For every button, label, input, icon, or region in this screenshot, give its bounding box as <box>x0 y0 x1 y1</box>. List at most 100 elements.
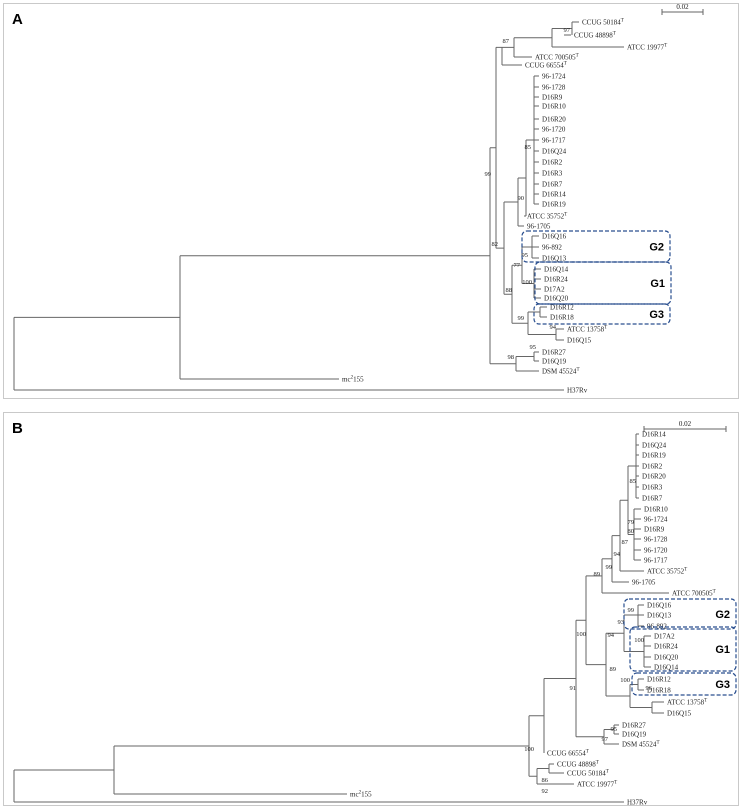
leaf-label: ATCC 35752T <box>647 568 687 576</box>
bootstrap-value: 88 <box>506 287 513 294</box>
panel-label: A <box>12 11 23 28</box>
leaf-label: ATCC 13758T <box>567 326 607 334</box>
group-box <box>629 626 737 672</box>
bootstrap-value: 100 <box>576 631 586 638</box>
bootstrap-value: 99 <box>518 315 525 322</box>
leaf-label: D16Q13 <box>647 612 672 620</box>
bootstrap-value: 90 <box>518 195 525 202</box>
leaf-label: D16R24 <box>544 276 568 284</box>
bootstrap-value: 93 <box>618 619 625 626</box>
leaf-label: 96-1705 <box>632 579 656 587</box>
leaf-label: D16Q20 <box>544 295 569 303</box>
leaf-label: mc2155 <box>350 791 372 799</box>
leaf-label: 96-1717 <box>644 557 668 565</box>
leaf-label: D16R12 <box>550 304 574 312</box>
leaf-label: D16R27 <box>622 722 646 730</box>
bootstrap-value: 100 <box>620 677 630 684</box>
leaf-label: H37Rv <box>567 387 588 395</box>
bootstrap-value: 99 <box>628 607 635 614</box>
leaf-label: ATCC 19977T <box>627 44 667 52</box>
leaf-label: D16R27 <box>542 349 566 357</box>
bootstrap-value: 77 <box>514 262 521 269</box>
leaf-label: D16R14 <box>542 191 566 199</box>
bootstrap-value: 94 <box>608 632 615 639</box>
bootstrap-value: 97 <box>602 736 609 743</box>
leaf-label: D17A2 <box>654 633 675 641</box>
leaf-label: D16R12 <box>647 676 671 684</box>
leaf-label: ATCC 19977T <box>577 781 617 789</box>
leaf-label: D17A2 <box>544 286 565 294</box>
group-label: G2 <box>649 242 664 254</box>
group-label: G3 <box>715 679 730 691</box>
leaf-label: D16R19 <box>642 452 666 460</box>
bootstrap-value: 85 <box>630 478 637 485</box>
leaf-label: mc2155 <box>342 376 364 384</box>
group-label: G3 <box>649 309 664 321</box>
bootstrap-value: 79 <box>628 519 635 526</box>
leaf-label: D16Q16 <box>542 233 567 241</box>
leaf-label: D16Q14 <box>654 664 679 672</box>
bootstrap-value: 98 <box>508 354 515 361</box>
leaf-label: D16R3 <box>542 170 563 178</box>
leaf-label: D16Q19 <box>542 358 567 366</box>
scale-bar-label: 0.02 <box>679 420 692 428</box>
leaf-label: D16R19 <box>542 201 566 209</box>
bootstrap-value: 89 <box>594 571 601 578</box>
leaf-label: D16R9 <box>644 526 665 534</box>
leaf-label: 96-1728 <box>644 536 668 544</box>
leaf-label: 96-1717 <box>542 137 566 145</box>
leaf-label: D16R2 <box>542 159 563 167</box>
leaf-label: D16Q20 <box>654 654 679 662</box>
scale-bar-label: 0.02 <box>676 4 689 11</box>
bootstrap-value: 85 <box>525 144 532 151</box>
leaf-label: D16R24 <box>654 643 678 651</box>
leaf-label: D16R3 <box>642 484 663 492</box>
leaf-label: D16Q19 <box>622 731 647 739</box>
bootstrap-value: 91 <box>570 685 577 692</box>
leaf-label: 96-1705 <box>527 223 551 231</box>
group-label: G1 <box>715 644 730 656</box>
bootstrap-value: 94 <box>614 551 621 558</box>
bootstrap-value: 94 <box>550 324 557 331</box>
bootstrap-value: 97 <box>564 27 571 34</box>
leaf-label: CCUG 48898T <box>574 32 616 40</box>
bootstrap-value: 100 <box>524 746 534 753</box>
leaf-label: D16Q15 <box>567 337 592 345</box>
leaf-label: D16R10 <box>644 506 668 514</box>
leaf-label: D16Q14 <box>544 266 569 274</box>
bootstrap-value: 87 <box>622 539 629 546</box>
leaf-label: ATCC 700505T <box>672 590 716 598</box>
leaf-label: H37Rv <box>627 799 648 806</box>
leaf-label: DSM 45524T <box>622 741 660 749</box>
leaf-label: CCUG 66554T <box>547 750 589 758</box>
bootstrap-value: 99 <box>606 564 613 571</box>
group-box <box>631 672 737 696</box>
leaf-label: D16R2 <box>642 463 663 471</box>
leaf-label: D16Q16 <box>647 602 672 610</box>
leaf-label: D16R18 <box>550 314 574 322</box>
bootstrap-value: 99 <box>485 171 492 178</box>
bootstrap-value: 92 <box>542 788 549 795</box>
leaf-label: 96-892 <box>647 623 667 631</box>
bootstrap-value: 100 <box>634 637 644 644</box>
group-box <box>623 598 737 630</box>
leaf-label: ATCC 13758T <box>667 699 707 707</box>
leaf-label: D16R20 <box>542 116 566 124</box>
panel-label: B <box>12 420 23 437</box>
leaf-label: D16R20 <box>642 473 666 481</box>
bootstrap-value: 86 <box>542 777 549 784</box>
leaf-label: DSM 45524T <box>542 368 580 376</box>
bootstrap-value: 100 <box>522 279 532 286</box>
leaf-label: 96-1720 <box>644 547 668 555</box>
bootstrap-value: 95 <box>530 344 537 351</box>
leaf-label: 96-1724 <box>644 516 668 524</box>
bootstrap-value: 80 <box>628 528 635 535</box>
leaf-label: D16Q15 <box>667 710 692 718</box>
bootstrap-value: 82 <box>492 241 499 248</box>
leaf-label: D16R18 <box>647 687 671 695</box>
group-label: G2 <box>715 609 730 621</box>
